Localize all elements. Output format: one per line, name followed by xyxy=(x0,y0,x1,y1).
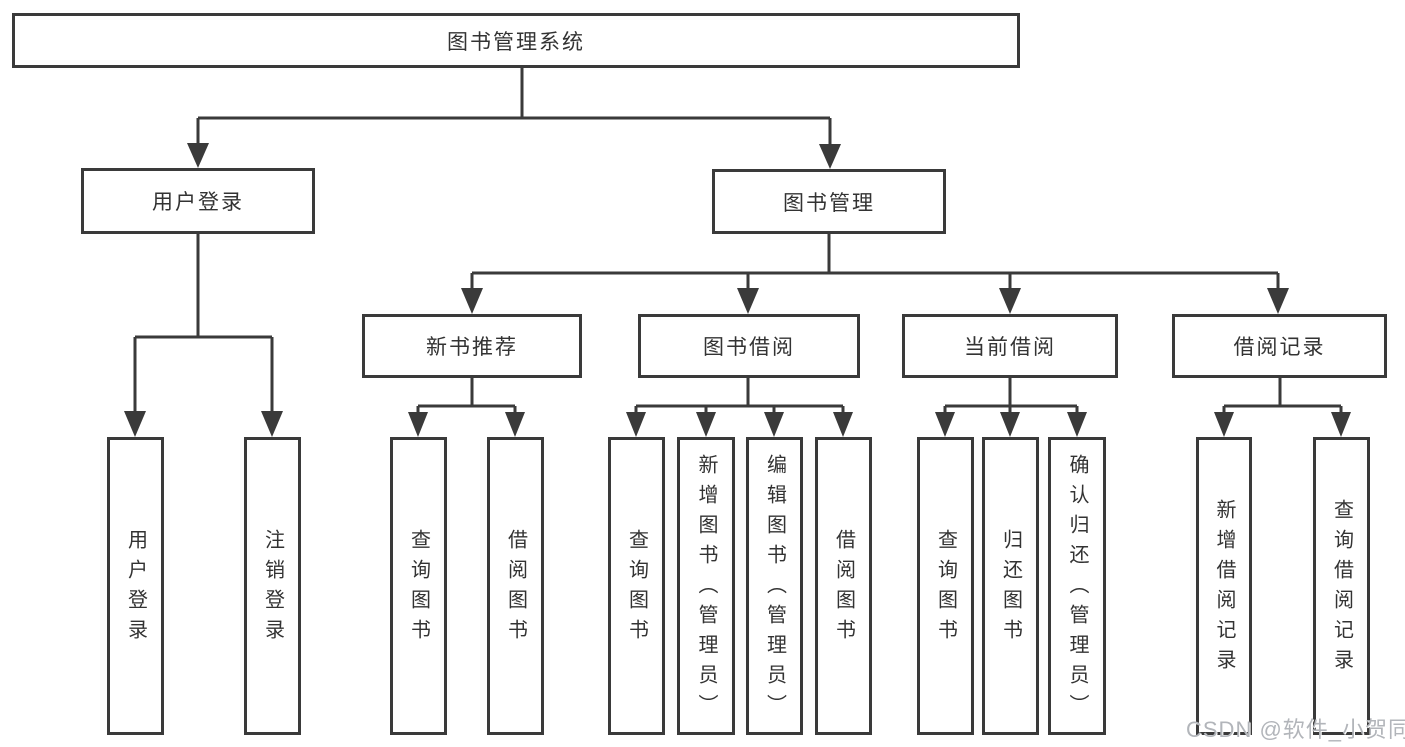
node-library-management-system: 图书管理系统 xyxy=(12,13,1020,68)
connector-book-borrowing-children xyxy=(626,378,853,437)
watermark: CSDN @软件_小贺同学 xyxy=(1186,717,1405,742)
node-current-borrowing: 当前借阅 xyxy=(902,314,1118,378)
leaf-borrow-books-borrowing: 借阅图书 xyxy=(815,437,872,735)
leaf-user-login: 用户登录 xyxy=(107,437,164,735)
node-book-management: 图书管理 xyxy=(712,169,946,234)
leaf-logout: 注销登录 xyxy=(244,437,301,735)
leaf-confirm-return-admin: 确认归还（管理员） xyxy=(1048,437,1106,735)
node-new-book-recommendation: 新书推荐 xyxy=(362,314,582,378)
leaf-add-books-admin: 新增图书（管理员） xyxy=(677,437,735,735)
connector-root-to-level2 xyxy=(187,68,841,169)
leaf-borrow-books-recommend: 借阅图书 xyxy=(487,437,544,735)
node-user-login: 用户登录 xyxy=(81,168,315,234)
leaf-return-books: 归还图书 xyxy=(982,437,1039,735)
connector-current-borrowing-children xyxy=(935,378,1087,437)
leaf-edit-books-admin: 编辑图书（管理员） xyxy=(746,437,803,735)
connector-book-management-children xyxy=(461,234,1289,314)
node-borrowing-records: 借阅记录 xyxy=(1172,314,1387,378)
connector-new-book-recommendation-children xyxy=(408,378,525,437)
leaf-query-books-borrowing: 查询图书 xyxy=(608,437,665,735)
connector-user-login-children xyxy=(124,234,283,437)
connector-borrowing-records-children xyxy=(1214,378,1351,437)
node-book-borrowing: 图书借阅 xyxy=(638,314,860,378)
leaf-query-books-recommend: 查询图书 xyxy=(390,437,447,735)
leaf-query-borrow-record: 查询借阅记录 xyxy=(1313,437,1370,735)
leaf-query-books-current: 查询图书 xyxy=(917,437,974,735)
leaf-add-borrow-record: 新增借阅记录 xyxy=(1196,437,1252,735)
